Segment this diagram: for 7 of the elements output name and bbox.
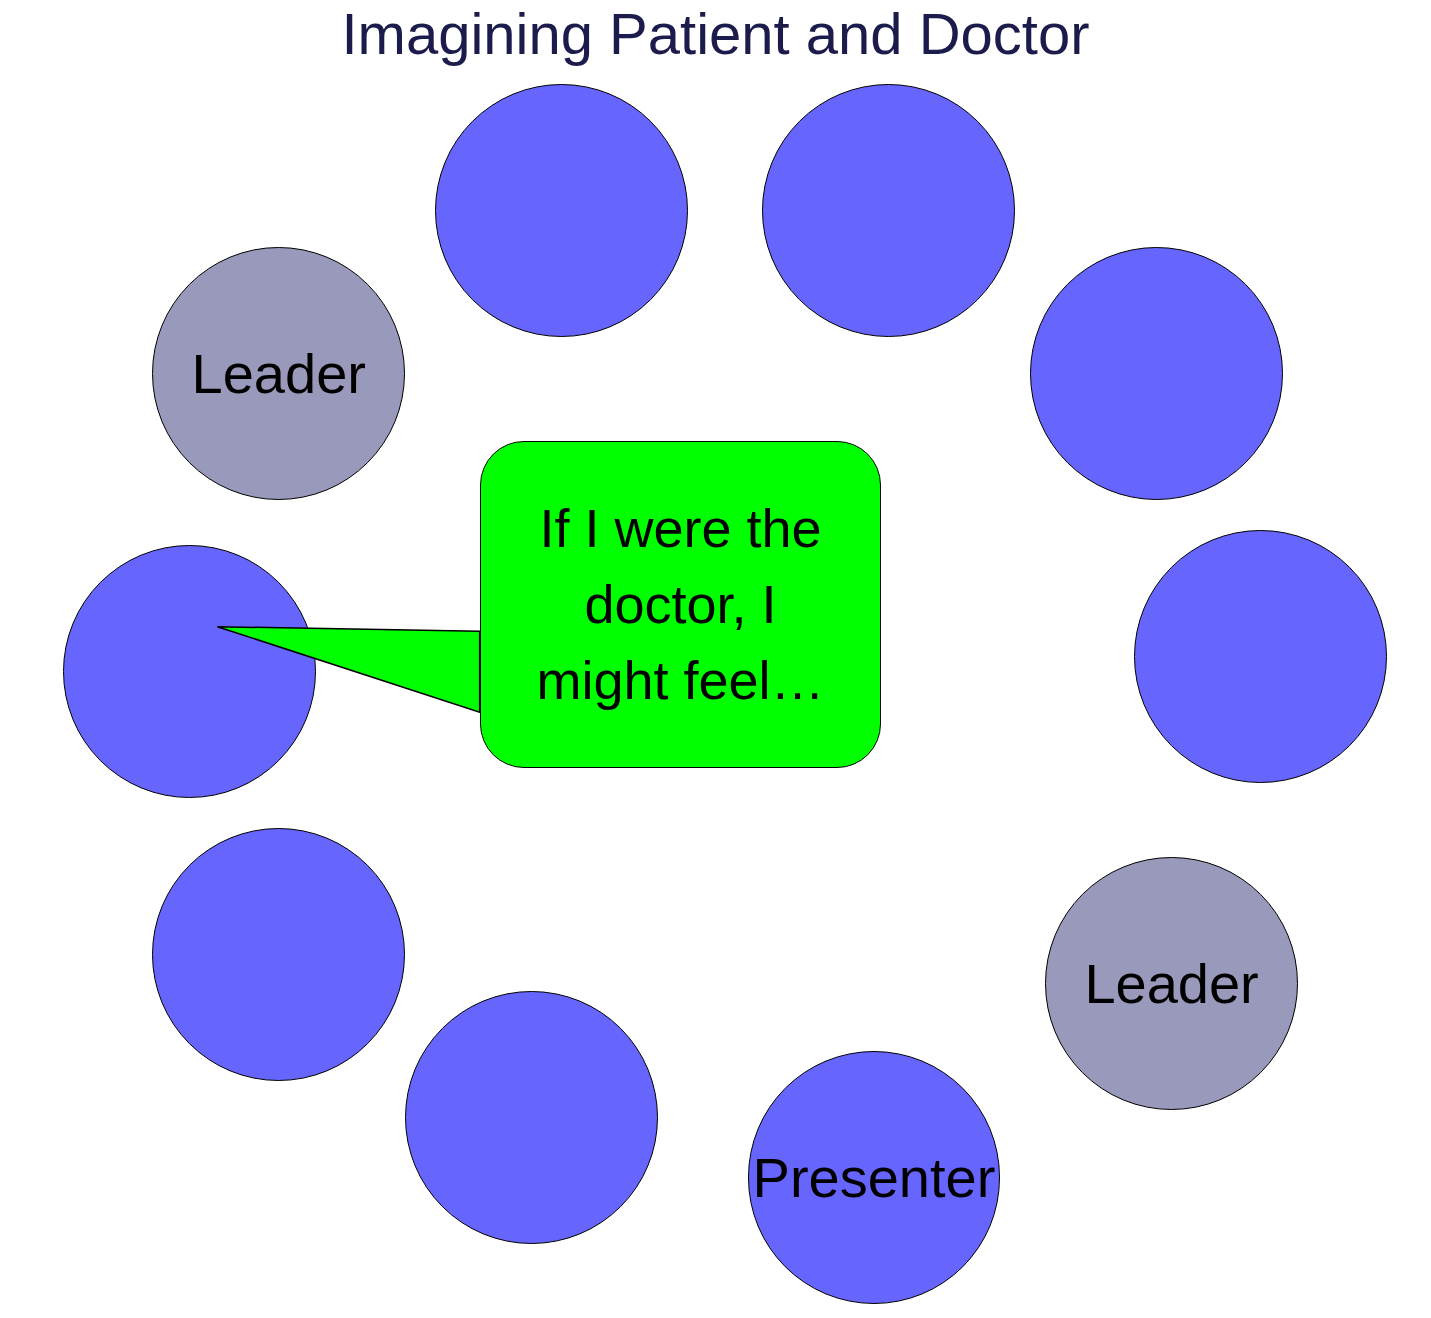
title: Imagining Patient and Doctor bbox=[340, 0, 1091, 68]
role-label: Presenter bbox=[752, 1144, 996, 1210]
role-label: Leader bbox=[191, 341, 366, 407]
speech-bubble bbox=[479, 440, 882, 769]
speech-text: If I were the doctor, I might feel… bbox=[535, 497, 826, 713]
speech-bubble-tail bbox=[216, 625, 481, 714]
role-label: Leader bbox=[1084, 951, 1259, 1017]
